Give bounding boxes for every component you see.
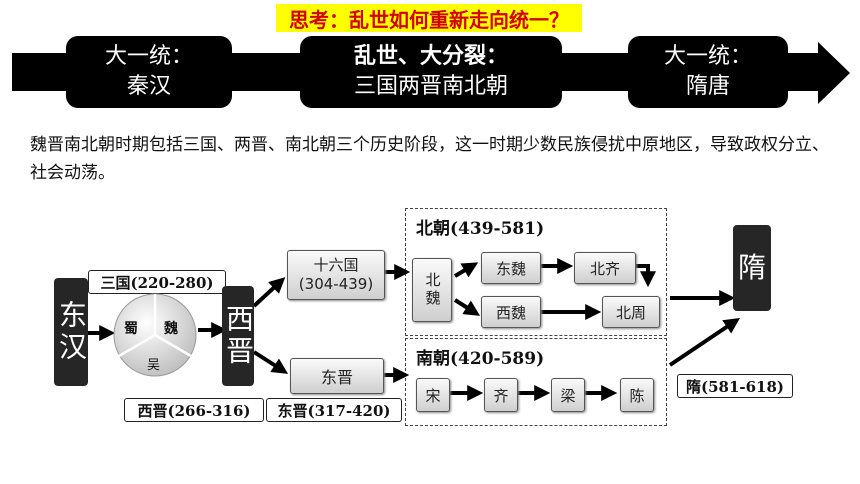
southern-dynasties-title: 南朝(420-589) — [416, 349, 545, 369]
arrow-xijin-shiliuguo — [252, 277, 286, 308]
node-xiwei: 西魏 — [481, 296, 541, 328]
timeline-box-qinhan-line2: 秦汉 — [126, 74, 171, 99]
node-beiqi: 北齐 — [574, 252, 636, 284]
node-chen: 陈 — [620, 378, 654, 412]
node-beizhou: 北周 — [602, 296, 660, 328]
node-sui: 隋 — [733, 225, 771, 311]
timeline-box-division-line2: 三国两晋南北朝 — [353, 74, 508, 99]
node-liang: 梁 — [551, 378, 585, 412]
label-sanguo: 三国(220-280) — [88, 270, 226, 294]
question-banner: 思考：乱世如何重新走向统一？ — [276, 4, 582, 32]
node-xijin: 西晋 — [222, 286, 255, 386]
node-dongjin: 东晋 — [290, 358, 384, 394]
timeline-box-qinhan-line1: 大一统： — [104, 44, 193, 69]
node-donghan-label: 东汉 — [55, 300, 88, 364]
node-beiwei-label: 北魏 — [423, 272, 442, 308]
node-shiliuguo-years: (304-439) — [298, 275, 374, 293]
timeline-arrowhead — [818, 42, 850, 104]
pie-label-wu: 吴 — [147, 358, 161, 373]
label-dongjin: 东晋(317-420) — [266, 398, 402, 422]
node-sui-label: 隋 — [737, 251, 766, 284]
node-xijin-label: 西晋 — [222, 304, 255, 368]
arrow-beiwei-xiwei — [453, 298, 481, 316]
node-shiliuguo-name: 十六国 — [313, 256, 359, 274]
arrow-beiwei-dongwei — [453, 262, 479, 278]
timeline-box-suitang-line2: 隋唐 — [685, 74, 730, 99]
node-qi: 齐 — [484, 378, 518, 412]
timeline-box-division-line1: 乱世、大分裂： — [353, 44, 508, 69]
arrow-beiqi-beizhou — [636, 264, 656, 288]
timeline-box-suitang: 大一统： 隋唐 — [628, 36, 788, 108]
timeline-box-qinhan: 大一统： 秦汉 — [66, 36, 232, 108]
node-donghan: 东汉 — [54, 278, 88, 386]
pie-label-wei: 魏 — [164, 321, 178, 337]
intro-paragraph: 魏晋南北朝时期包括三国、两晋、南北朝三个历史阶段，这一时期少数民族侵扰中原地区，… — [30, 135, 829, 183]
label-sui: 隋(581-618) — [677, 374, 793, 398]
node-song: 宋 — [416, 378, 450, 412]
arrow-chen-sui — [668, 317, 740, 367]
timeline-box-suitang-line1: 大一统： — [663, 44, 752, 69]
label-xijin: 西晋(266-316) — [124, 398, 264, 422]
timeline-box-division: 乱世、大分裂： 三国两晋南北朝 — [300, 36, 562, 108]
sanguo-pie — [113, 293, 197, 377]
northern-dynasties-title: 北朝(439-581) — [416, 219, 545, 239]
arrow-xijin-dongjin — [252, 350, 289, 374]
node-beiwei: 北魏 — [412, 258, 452, 322]
node-dongwei: 东魏 — [481, 252, 541, 284]
pie-label-shu: 蜀 — [124, 321, 138, 337]
node-shiliuguo: 十六国 (304-439) — [287, 250, 385, 300]
